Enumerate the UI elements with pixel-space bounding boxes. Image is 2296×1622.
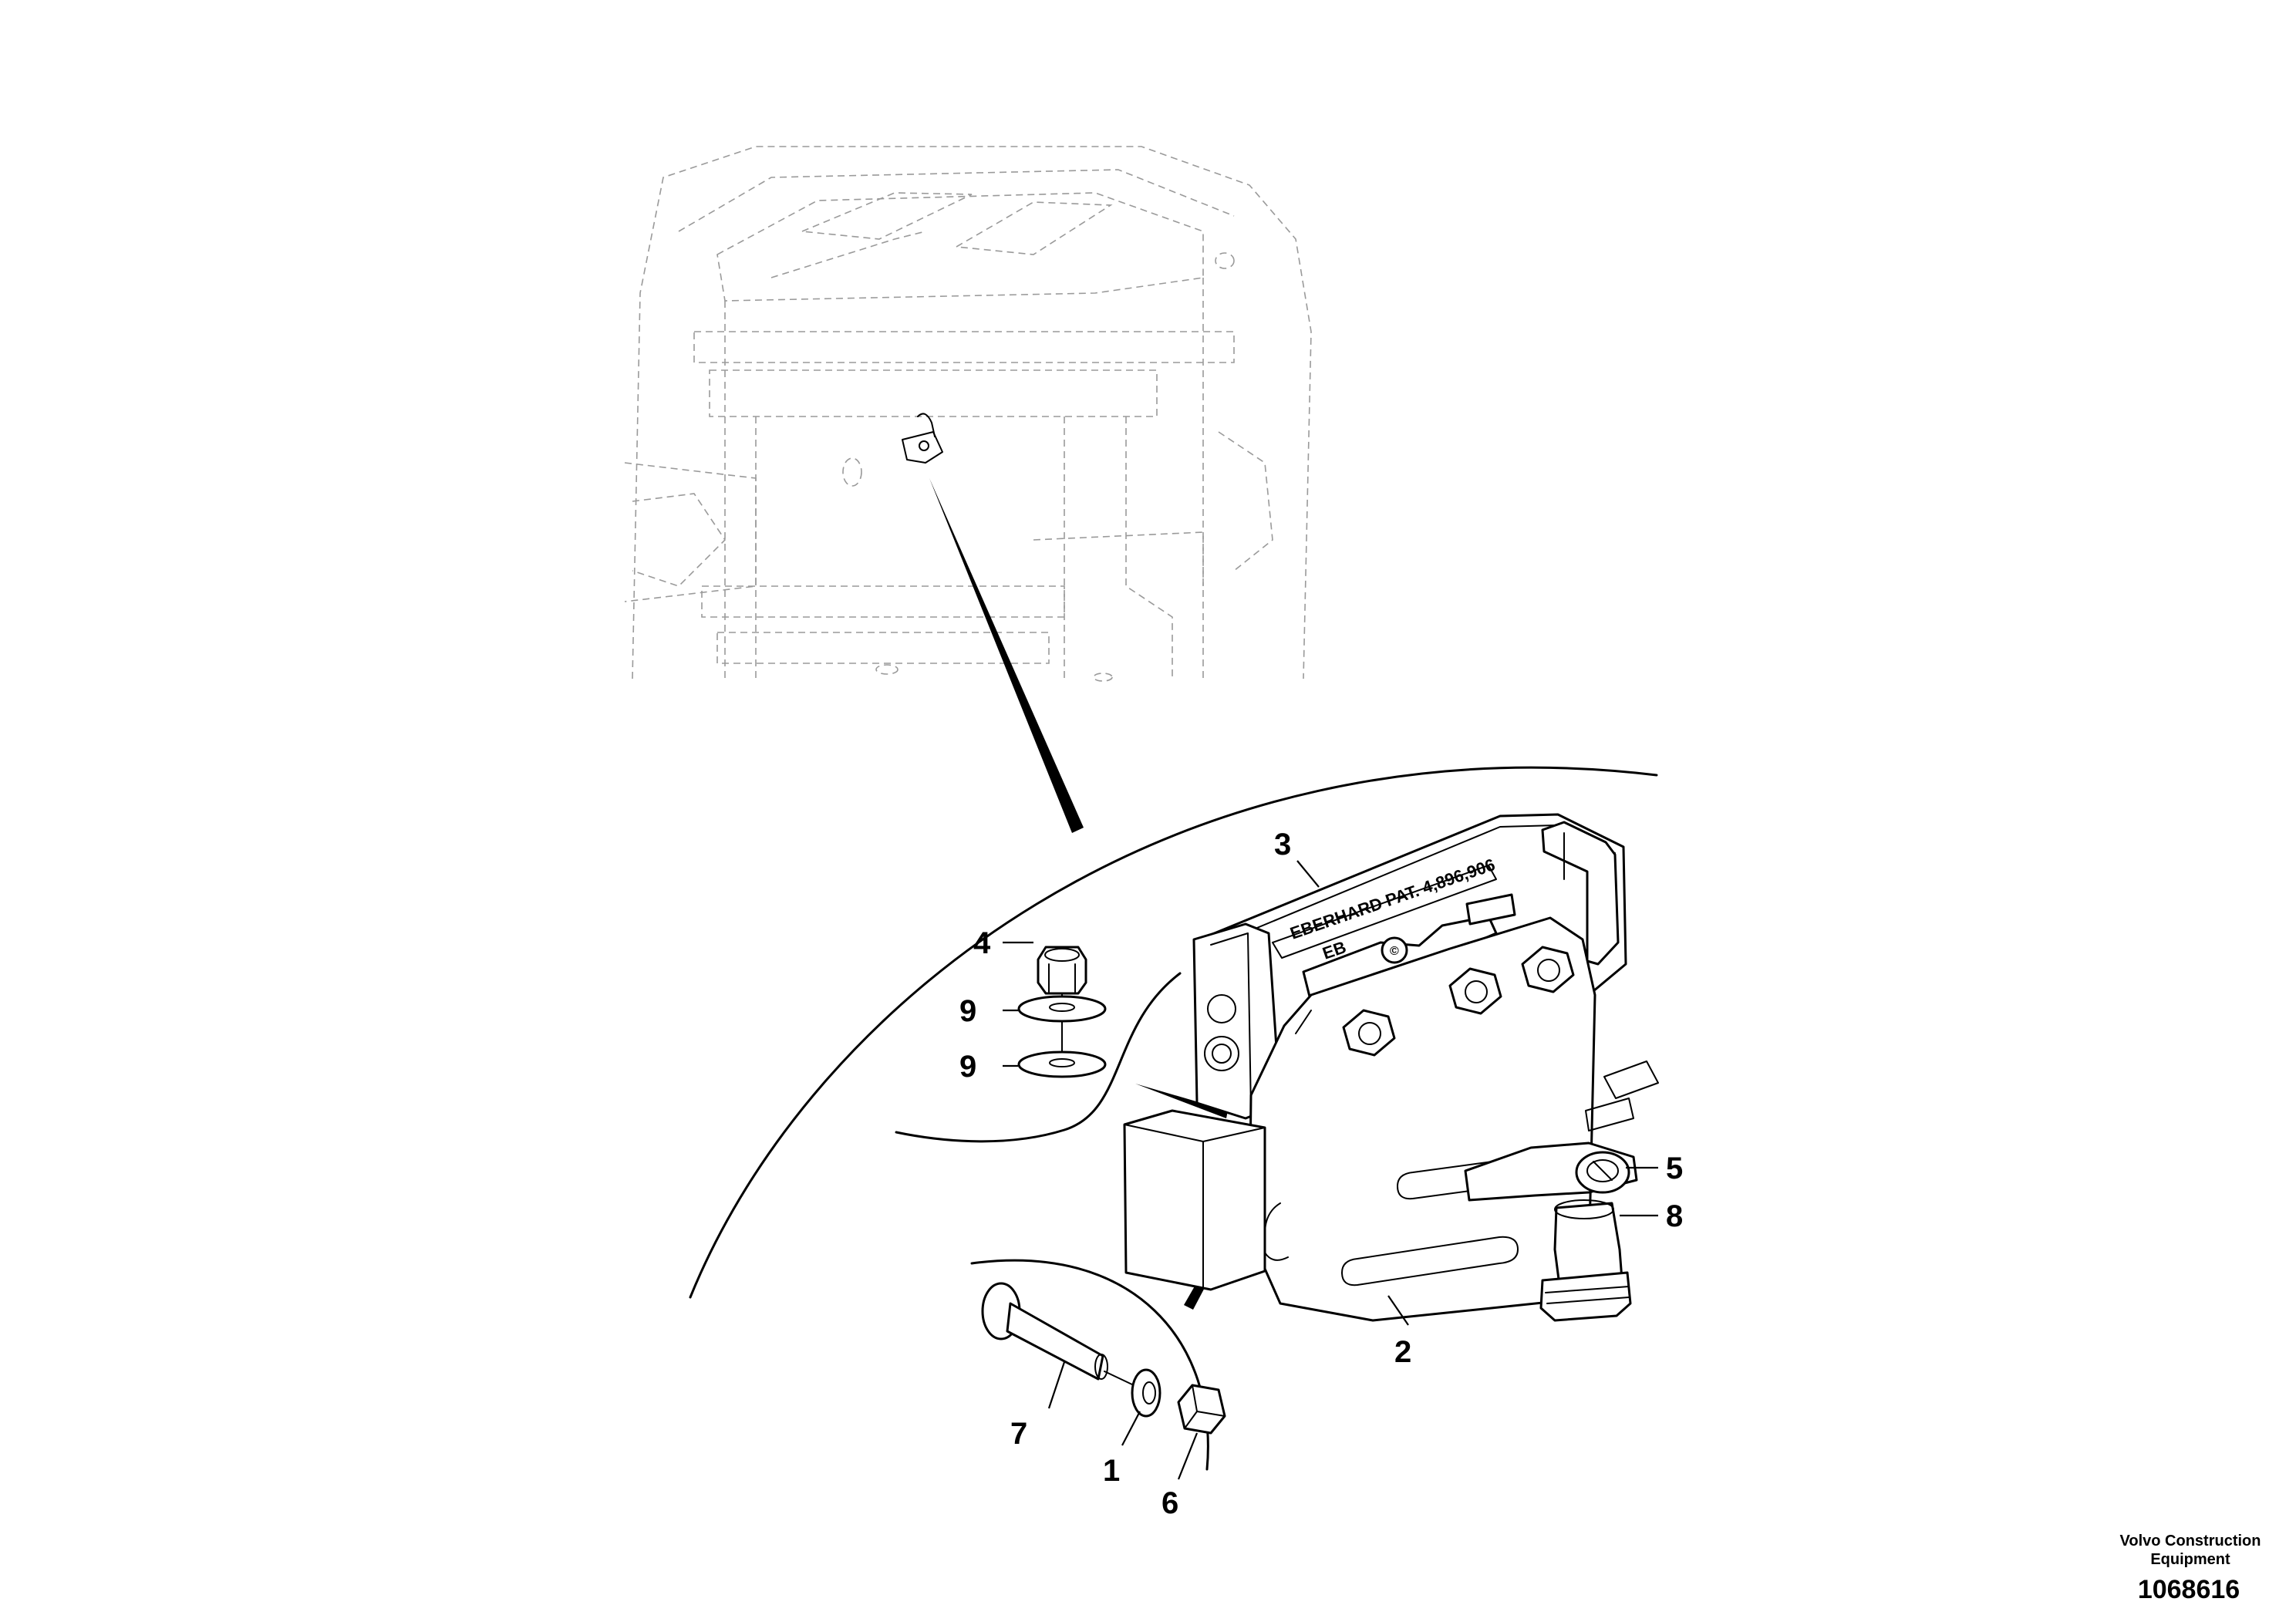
washer-9-lower	[1017, 1050, 1107, 1078]
callout-4: 4	[973, 926, 991, 960]
detail-circle-main	[689, 766, 1658, 1299]
hex-nut-6	[1177, 1384, 1226, 1435]
bolt-7	[981, 1282, 1108, 1381]
latch-location-marker	[902, 413, 943, 464]
callout-8: 8	[1666, 1199, 1683, 1233]
callout-3: 3	[1274, 828, 1291, 862]
callout-2: 2	[1394, 1335, 1411, 1369]
callout-5: 5	[1666, 1152, 1683, 1185]
nut-washer-stack	[1017, 946, 1107, 1078]
pointer-wedge-main	[929, 478, 1084, 833]
bolt-washer-nut-stack	[981, 1282, 1226, 1435]
lock-nut-4	[1037, 946, 1087, 995]
callout-6: 6	[1161, 1486, 1178, 1520]
svg-text:©: ©	[1390, 945, 1399, 958]
pointer-wedge-nut-detail	[1135, 1084, 1228, 1118]
machine-overview	[624, 146, 1312, 682]
brand-line-1: Volvo Construction	[2120, 1533, 2261, 1549]
callout-9-lower: 9	[959, 1050, 976, 1084]
detail-circle-nut	[895, 972, 1182, 1143]
leader-lines	[1003, 860, 1658, 1480]
washer-9-upper	[1017, 995, 1107, 1023]
washer-1	[1131, 1368, 1161, 1418]
brand-block: Volvo Construction Equipment 1068616	[2120, 1533, 2261, 1604]
callout-1: 1	[1103, 1454, 1120, 1488]
latch-assembly: EBERHARD PAT. 4,896,906 EB ©	[1123, 813, 1659, 1322]
callout-labels: 3 4 9 9 5 8 2 7 1 6	[959, 828, 1683, 1520]
callout-9-upper: 9	[959, 994, 976, 1028]
callout-7: 7	[1010, 1417, 1027, 1451]
plate-nut-2	[1448, 967, 1502, 1015]
plate-nut-1	[1342, 1009, 1396, 1057]
figure-number: 1068616	[2138, 1575, 2240, 1604]
brand-line-2: Equipment	[2150, 1551, 2230, 1568]
plate-nut-3	[1521, 946, 1575, 993]
